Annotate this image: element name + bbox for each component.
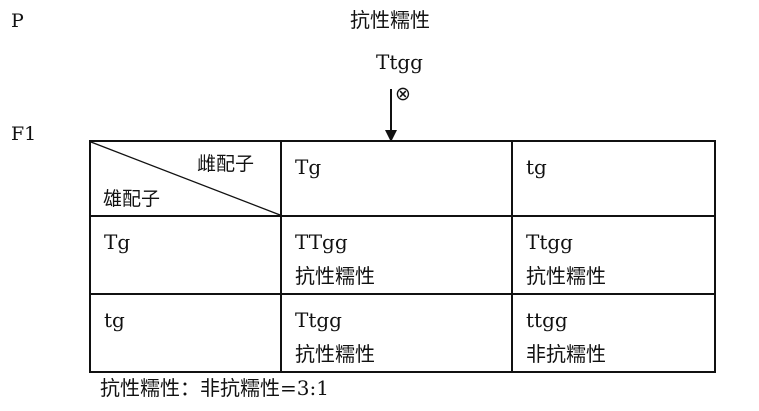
offspring-phenotype: 抗性糯性 <box>526 264 606 288</box>
offspring-cell: Ttgg 抗性糯性 <box>280 293 513 373</box>
offspring-phenotype: 非抗糯性 <box>526 342 606 366</box>
row-header: tg <box>104 308 125 332</box>
offspring-genotype: TTgg <box>295 230 348 254</box>
corner-cell: 雌配子 雄配子 <box>89 140 282 217</box>
offspring-cell: Ttgg 抗性糯性 <box>511 215 716 295</box>
generation-label-p: P <box>11 10 24 32</box>
arrow-shaft <box>390 89 392 132</box>
offspring-genotype: Ttgg <box>295 308 342 332</box>
male-gamete-label: 雄配子 <box>103 188 161 210</box>
arrow-down-icon <box>385 130 397 142</box>
parent-phenotype: 抗性糯性 <box>350 8 430 32</box>
column-header: Tg <box>295 155 322 179</box>
offspring-genotype: ttgg <box>526 308 568 332</box>
column-header-cell: Tg <box>280 140 513 217</box>
offspring-phenotype: 抗性糯性 <box>295 342 375 366</box>
generation-label-f1: F1 <box>11 123 37 145</box>
offspring-cell: TTgg 抗性糯性 <box>280 215 513 295</box>
column-header-cell: tg <box>511 140 716 217</box>
female-gamete-label: 雌配子 <box>196 153 254 175</box>
row-header-cell: tg <box>89 293 282 373</box>
row-header-cell: Tg <box>89 215 282 295</box>
self-cross-icon: ⊗ <box>395 83 411 105</box>
phenotype-ratio: 抗性糯性：非抗糯性=3:1 <box>100 376 329 400</box>
diagonal-divider <box>91 142 280 215</box>
offspring-phenotype: 抗性糯性 <box>295 264 375 288</box>
row-header: Tg <box>104 230 131 254</box>
column-header: tg <box>526 155 547 179</box>
offspring-genotype: Ttgg <box>526 230 573 254</box>
punnett-square: 雌配子 雄配子 Tg tg Tg TTgg 抗性糯性 Ttgg 抗性糯性 <box>89 140 716 373</box>
parent-genotype: Ttgg <box>376 50 423 74</box>
offspring-cell: ttgg 非抗糯性 <box>511 293 716 373</box>
